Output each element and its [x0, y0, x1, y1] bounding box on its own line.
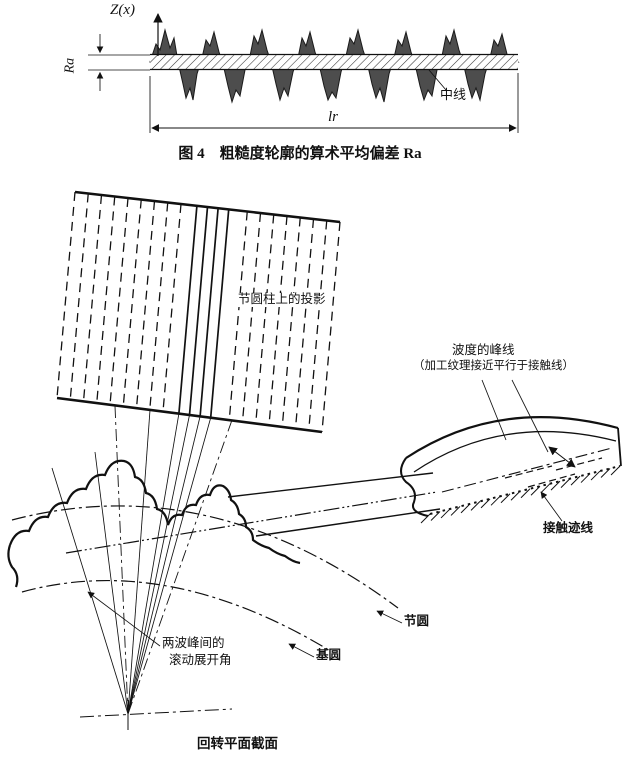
hatch-tick	[490, 495, 501, 506]
pitch-circle-label: 节圆	[404, 614, 430, 628]
hatch-tick	[580, 473, 591, 483]
projection-dashed-line	[96, 196, 116, 404]
hatch-tick	[560, 478, 571, 488]
right-tooth-left-edge	[400, 457, 429, 517]
hatch-tick	[470, 501, 481, 511]
right-tooth-sketch	[400, 416, 622, 524]
contact-trace-line	[429, 465, 621, 515]
projection-dashed-line	[56, 191, 76, 399]
projection-label: 节圆柱上的投影	[236, 292, 328, 307]
texture-direction-arrow	[548, 446, 576, 468]
hatch-tick	[480, 498, 491, 509]
hatch-tick	[540, 483, 551, 494]
base-circle-arc	[21, 580, 333, 653]
centerline-leader	[428, 69, 447, 91]
figure1-roughness-profile	[88, 13, 520, 133]
projection-dashed-line	[122, 199, 142, 407]
hatch-tick	[430, 511, 441, 521]
right-tooth-top-inner	[413, 430, 617, 473]
rolling-angle-label-line1: 两波峰间的	[162, 636, 225, 650]
leader-lines	[87, 379, 563, 658]
ra-label: Ra	[62, 57, 78, 74]
hatch-tick	[530, 485, 541, 496]
projection-dashed-line	[294, 218, 315, 429]
hatch-tick	[420, 513, 431, 524]
hatch-tick	[610, 465, 621, 476]
crest-label-line2: （加工纹理接近平行于接触线）	[413, 360, 574, 372]
z-axis-label: Z(x)	[110, 2, 135, 18]
lr-label: lr	[328, 109, 339, 125]
pitch-circle-arc	[11, 505, 399, 609]
hatch-tick	[500, 493, 511, 504]
mean-line-band	[150, 54, 518, 70]
projection-dashed-line	[308, 220, 328, 431]
projection-dashed-line	[281, 217, 301, 427]
projection-dashed-line	[82, 194, 103, 402]
projection-dashed-line	[241, 212, 262, 422]
projection-dashed-line	[162, 203, 182, 412]
projection-dashed-line	[321, 221, 341, 433]
figure2-gear-diagram	[7, 190, 622, 730]
crest-label-line1: 波度的峰线	[452, 343, 515, 357]
projection-dashed-line	[268, 215, 288, 426]
hatch-tick	[450, 506, 461, 516]
gear-flank-profile	[8, 459, 301, 565]
hatch-tick	[600, 468, 611, 478]
projection-dashed-line	[109, 197, 129, 405]
projection-dashed-line	[69, 193, 89, 400]
right-tooth-top-edge	[405, 416, 619, 459]
contact-trace-label: 接触迹线	[543, 521, 594, 535]
gear-flank-left-tail	[7, 544, 19, 588]
figure2-caption: 回转平面截面	[197, 736, 278, 751]
projection-dashed-line	[228, 211, 248, 421]
rotation-centre-mark	[79, 700, 233, 730]
hatch-tick	[570, 475, 581, 486]
projection-dashed-line	[149, 202, 169, 410]
generating-line-fan	[51, 405, 233, 715]
hatch-tick	[460, 503, 471, 514]
projection-dashed-line	[135, 200, 156, 409]
face-centerline	[441, 447, 613, 493]
rolling-angle-label-line2: 滚动展开角	[169, 653, 232, 667]
hatch-tick	[590, 470, 601, 481]
hatch-tick	[520, 488, 531, 499]
projection-band-dashed-lines	[56, 191, 341, 433]
contact-trace-hatching	[420, 465, 621, 524]
projection-dashed-line	[255, 214, 275, 424]
base-circle-label: 基圆	[316, 648, 342, 662]
centerline-label: 中线	[440, 87, 467, 102]
hatch-tick	[440, 508, 451, 519]
contact-line	[65, 491, 438, 554]
hatch-tick	[510, 490, 521, 501]
figure1-caption: 图 4 粗糙度轮廓的算术平均偏差 Ra	[178, 146, 422, 162]
hatch-tick	[550, 480, 561, 491]
